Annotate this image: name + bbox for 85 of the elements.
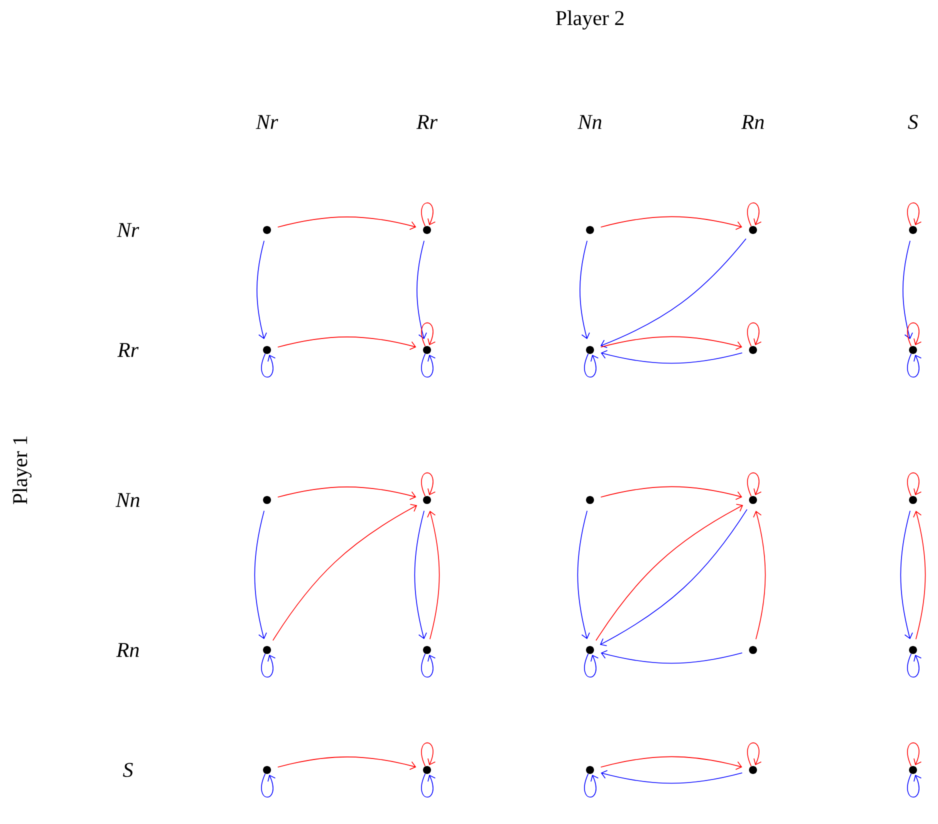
loop-arrow [261,353,276,378]
state-dot [909,496,917,504]
loop-arrow [421,742,436,767]
arrow [753,510,766,640]
arrow [580,240,590,340]
arrow [254,510,267,640]
loop-arrow [907,322,922,347]
loop-arrow [584,653,599,678]
loop-arrow [421,322,436,347]
loop-arrow [261,773,276,798]
arrow [277,216,416,230]
row-header: Nr [116,223,140,237]
arrow [913,510,926,640]
state-dot [749,226,757,234]
loop-arrow [907,202,922,227]
loop-arrow [747,472,762,497]
loop-arrow [421,472,436,497]
column-header: Nn [578,115,602,129]
arrow [600,336,742,350]
loop-arrow [907,773,922,798]
loop-arrow [584,353,599,378]
state-dot [586,646,594,654]
state-dot [263,646,271,654]
arrow [277,756,416,770]
arrow [600,756,742,770]
loop-arrow [747,322,762,347]
arrow [277,486,416,500]
loop-arrow [584,773,599,798]
arrow [600,486,742,500]
arrow [600,238,746,348]
state-dot [749,766,757,774]
arrow [277,336,416,350]
column-header: Rn [741,115,764,129]
arrow [427,510,440,640]
state-dot [586,496,594,504]
state-dot [423,346,431,354]
row-header: Rn [116,643,139,657]
column-header: S [908,114,918,130]
state-dot [909,226,917,234]
column-header: Nr [256,115,278,129]
arrow [600,770,743,784]
state-dot [586,226,594,234]
state-dot [263,496,271,504]
arrow [902,240,913,340]
loop-arrow [907,653,922,678]
axis-title: Player 1 [12,436,32,504]
loop-arrow [907,472,922,497]
loop-arrow [747,202,762,227]
arrow [900,510,913,640]
arrow [256,240,267,340]
state-dot [263,766,271,774]
state-dot [423,226,431,234]
arrow [600,216,742,230]
state-dot [749,346,757,354]
state-dot [586,766,594,774]
state-dot [263,226,271,234]
loop-arrow [261,653,276,678]
row-header: Nn [116,493,140,507]
state-dot [749,646,757,654]
state-dot [909,346,917,354]
arrow [416,240,427,340]
axis-title: Player 2 [556,10,624,30]
loop-arrow [421,773,436,798]
state-dot [909,766,917,774]
state-dot [423,646,431,654]
loop-arrow [907,742,922,767]
loop-arrow [907,353,922,378]
state-dot [423,766,431,774]
row-header: S [123,762,133,778]
state-dot [586,346,594,354]
loop-arrow [421,202,436,227]
column-header: Rr [416,115,438,129]
state-dot [749,496,757,504]
row-header: Rr [117,343,139,357]
loop-arrow [421,653,436,678]
loop-arrow [421,353,436,378]
state-dot [423,496,431,504]
arrow [272,504,418,641]
arrow [600,350,743,364]
arrow [414,510,427,640]
state-dot [263,346,271,354]
state-dot [909,646,917,654]
arrow [600,650,743,664]
loop-arrow [747,742,762,767]
arrow [577,510,590,640]
